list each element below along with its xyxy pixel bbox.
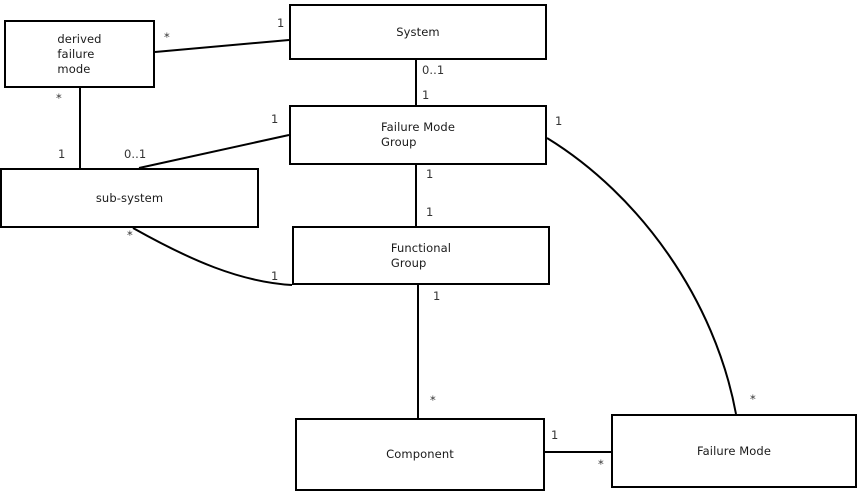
multiplicity-derived-failure-mode-to-sub-system: * — [56, 91, 62, 105]
multiplicity-sub-system-to-functional-group: * — [127, 228, 133, 242]
multiplicity-functional-group-to-component: 1 — [433, 289, 441, 303]
class-label-failure-mode: Failure Mode — [696, 443, 772, 458]
multiplicity-failure-mode-to-failure-mode-group: * — [750, 392, 756, 406]
multiplicity-system-to-failure-mode-group: 0..1 — [422, 63, 445, 77]
class-label-failure-mode-group: Failure Mode Group — [380, 120, 456, 149]
class-label-component: Component — [386, 447, 454, 461]
multiplicity-sub-system-to-derived-failure-mode: 1 — [58, 147, 66, 161]
class-label-system: System — [396, 24, 440, 39]
class-label-functional-group: Functional Group — [390, 240, 452, 270]
multiplicity-failure-mode-group-to-sub-system: 1 — [271, 112, 279, 126]
multiplicity-failure-mode-to-component: * — [598, 457, 604, 471]
multiplicity-failure-mode-group-to-functional-group: 1 — [426, 167, 434, 181]
multiplicity-sub-system-to-failure-mode-group: 0..1 — [124, 147, 147, 161]
class-box-sub-system[interactable]: sub-system — [0, 168, 259, 228]
class-box-failure-mode[interactable]: Failure Mode — [611, 414, 857, 488]
multiplicity-functional-group-to-sub-system: 1 — [271, 269, 279, 283]
class-box-failure-mode-group[interactable]: Failure Mode Group — [289, 105, 547, 165]
multiplicity-derived-failure-mode-to-system: * — [164, 30, 170, 44]
multiplicity-failure-mode-group-to-system: 1 — [422, 88, 430, 102]
class-box-system[interactable]: System — [289, 4, 547, 60]
class-label-derived-failure-mode: derived failure mode — [57, 31, 102, 76]
multiplicity-functional-group-to-failure-mode-group: 1 — [426, 205, 434, 219]
multiplicity-component-to-functional-group: * — [430, 393, 436, 407]
link-failure-mode-group-to-failure-mode — [546, 137, 737, 415]
class-box-component[interactable]: Component — [295, 418, 545, 491]
class-box-derived-failure-mode[interactable]: derived failure mode — [4, 20, 155, 88]
multiplicity-component-to-failure-mode: 1 — [551, 428, 559, 442]
link-derived-failure-mode-to-system — [154, 39, 290, 53]
multiplicity-failure-mode-group-to-failure-mode: 1 — [555, 114, 563, 128]
class-label-sub-system: sub-system — [95, 190, 164, 205]
class-box-functional-group[interactable]: Functional Group — [292, 226, 550, 285]
link-sub-system-to-failure-mode-group — [138, 134, 290, 169]
link-sub-system-to-functional-group — [132, 227, 293, 286]
multiplicity-system-to-derived-failure-mode: 1 — [277, 16, 285, 30]
